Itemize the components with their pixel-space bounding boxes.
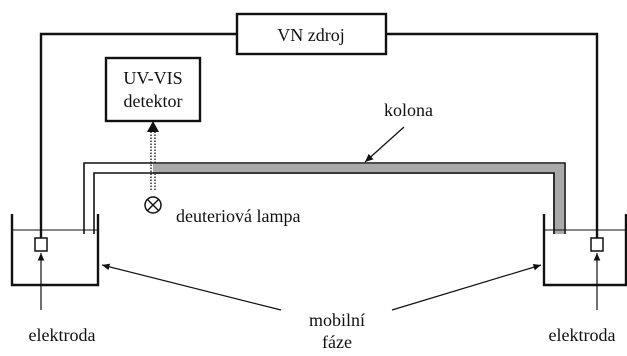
detector-label-line2: detektor <box>124 91 183 111</box>
left-electrode-label: elektroda <box>29 325 96 345</box>
right-electrode <box>590 237 604 252</box>
detector-box <box>104 56 202 123</box>
right-vessel <box>542 214 627 287</box>
power-supply-label: VN zdroj <box>277 25 344 45</box>
mobile-phase-pointer-right <box>391 263 542 311</box>
power-supply-box <box>235 12 388 56</box>
detector-label-line1: UV-VIS <box>123 68 182 88</box>
column-pointer-arrow <box>364 126 405 163</box>
mobile-phase-pointer-left <box>101 263 282 311</box>
lamp-label: deuteriová lampa <box>176 206 300 226</box>
wire-right <box>386 32 599 243</box>
column-filled-section <box>153 164 564 234</box>
column-outer <box>83 162 566 234</box>
right-electrode-label: elektroda <box>549 325 616 345</box>
light-arrowhead <box>147 121 159 132</box>
left-vessel <box>10 214 100 287</box>
mobile-phase-label-line1: mobilní <box>309 310 365 330</box>
wire-left <box>39 32 237 243</box>
column-label: kolona <box>384 100 433 120</box>
column-inner <box>93 172 555 234</box>
mobile-phase-label-line2: fáze <box>322 332 352 351</box>
lamp-icon <box>144 196 162 214</box>
left-electrode <box>34 237 48 252</box>
